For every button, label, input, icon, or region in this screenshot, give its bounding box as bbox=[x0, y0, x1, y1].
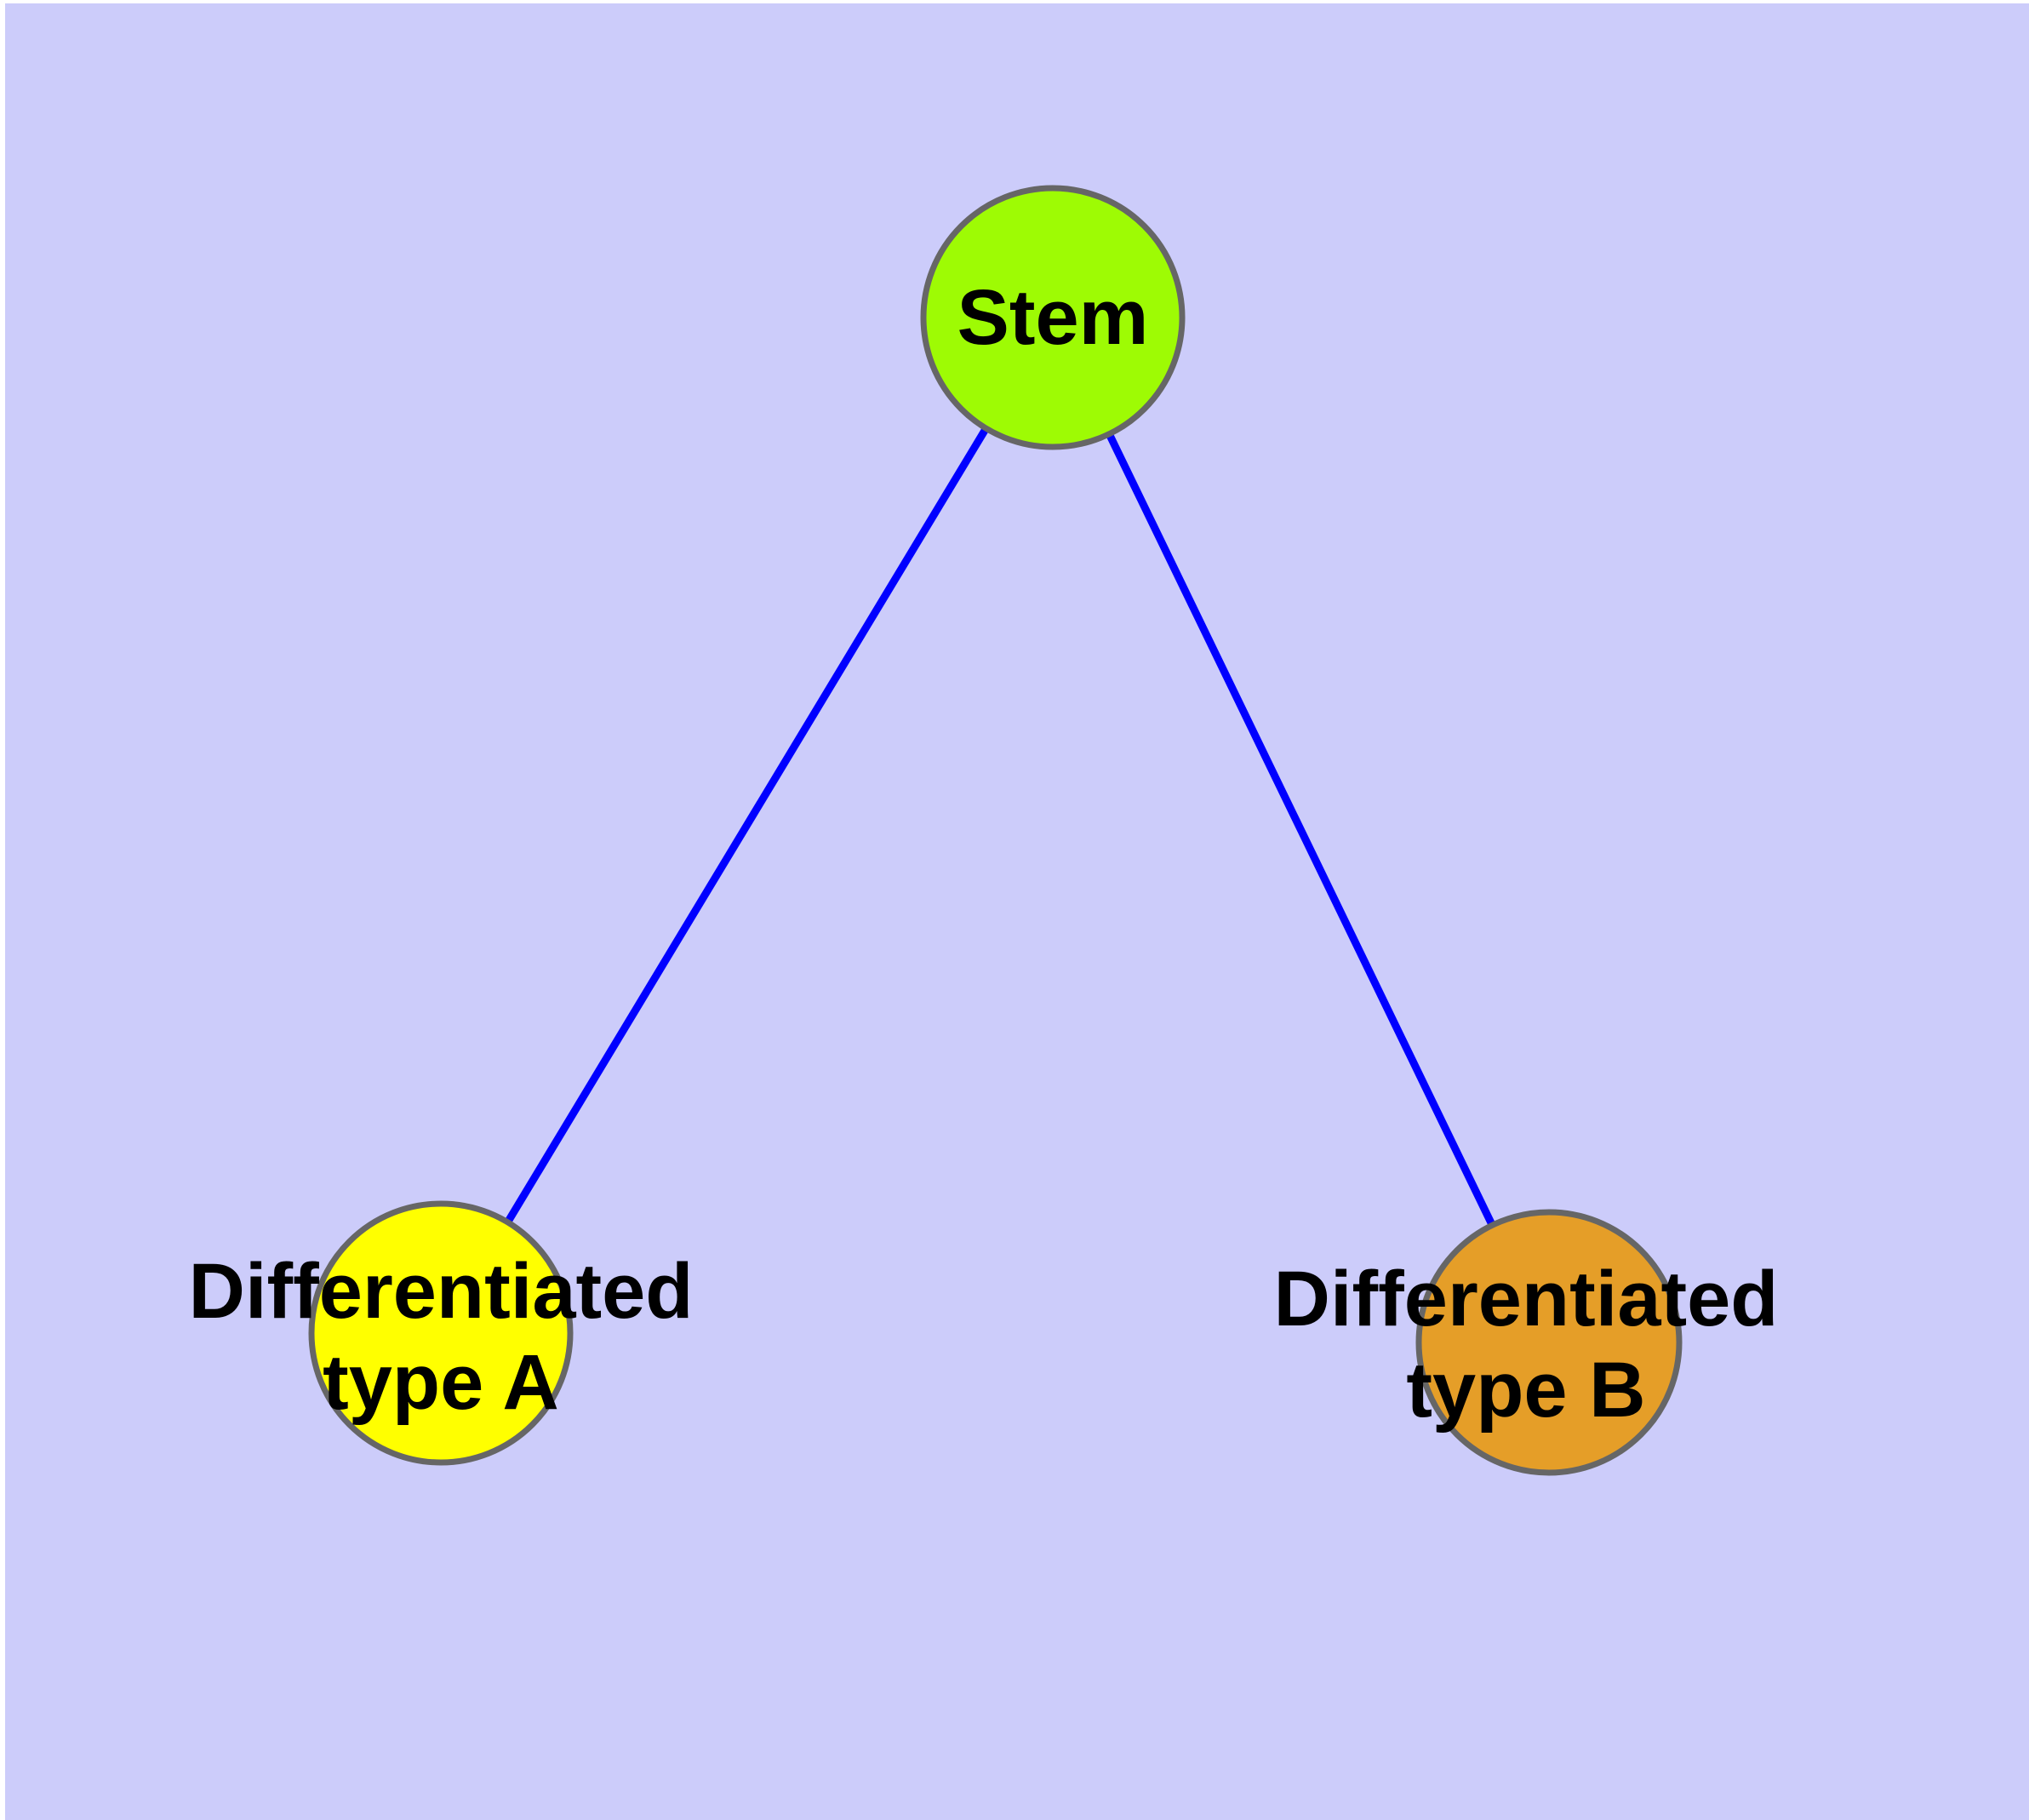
node-diff-b-circle[interactable] bbox=[1415, 1209, 1683, 1476]
edge-stem-to-diff-b[interactable] bbox=[1049, 316, 1553, 1344]
node-stem[interactable] bbox=[920, 185, 1186, 450]
node-stem-circle[interactable] bbox=[920, 185, 1186, 450]
edge-stem-to-diff-a[interactable] bbox=[437, 315, 1056, 1336]
node-diff-b[interactable] bbox=[1415, 1209, 1683, 1476]
node-stem-label: Stem bbox=[957, 274, 1149, 361]
node-diff-a-circle[interactable] bbox=[308, 1200, 574, 1466]
node-layer bbox=[308, 185, 1683, 1476]
node-diff-a[interactable] bbox=[308, 1200, 574, 1466]
edge-layer bbox=[437, 315, 1553, 1344]
